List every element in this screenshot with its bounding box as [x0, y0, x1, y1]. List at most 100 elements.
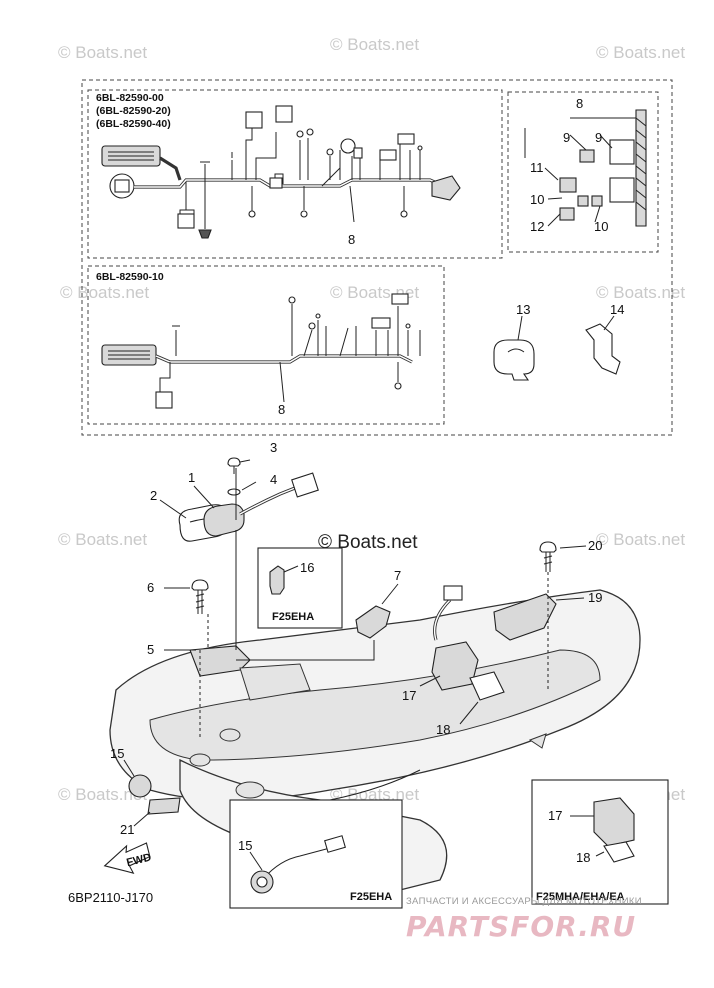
clip-13-icon: [493, 339, 535, 381]
leader-lines: [159, 485, 215, 519]
callout-8: 8: [278, 402, 285, 417]
plug-15-assembly: [123, 759, 181, 827]
relay-icon: [609, 177, 635, 203]
harness-clips: [493, 315, 621, 381]
bracket-19-icon: [493, 593, 557, 641]
relay-bracket-icon: [635, 109, 647, 227]
relay-box: [507, 91, 659, 253]
small-connector-icon: [155, 391, 173, 409]
figure-code: 6BP2110-J170: [68, 890, 153, 905]
label-21-icon: [147, 797, 181, 815]
callout-13: 13: [516, 302, 530, 317]
holder-7-icon: [355, 605, 391, 639]
fuse-icon: [591, 195, 603, 207]
coupler-icon: [245, 111, 263, 129]
shop-banner: ЗАПЧАСТИ И АКСЕССУАРЫ ДЛЯ МОТОТЕХНИКИ: [406, 896, 642, 907]
part-number-harness-b: 6BL-82590-10: [96, 271, 164, 283]
control-box-assembly: [419, 585, 505, 725]
callout-15: 15: [110, 746, 124, 761]
forward-arrow-icon: FWD: [103, 842, 153, 874]
callout-11: 11: [530, 160, 544, 175]
callout-10: 10: [594, 219, 608, 234]
sensor-icon: [340, 138, 356, 154]
callout-1: 1: [188, 470, 195, 485]
callout-21: 21: [120, 822, 134, 837]
small-connector-icon: [177, 213, 195, 229]
variant-label-17-18: F25MHA/EHA/EA: [536, 891, 625, 903]
seal-18-inset-icon: [603, 841, 635, 863]
callout-15: 15: [238, 838, 252, 853]
callout-20: 20: [588, 538, 602, 553]
callout-18: 18: [576, 850, 590, 865]
center-watermark: © Boats.net: [318, 532, 418, 553]
plate-1-icon: [203, 503, 245, 537]
variant-label-16: F25EHA: [272, 611, 314, 623]
coupler-icon: [291, 472, 319, 498]
callout-2: 2: [150, 488, 157, 503]
harness-b-box: [87, 265, 445, 425]
watermark: © Boats.net: [330, 35, 419, 54]
callout-9: 9: [595, 130, 602, 145]
wire-harness-a: [101, 105, 461, 239]
callout-5: 5: [147, 642, 154, 657]
harness-group-frame: [81, 79, 673, 436]
callout-6: 6: [147, 580, 154, 595]
callout-14: 14: [610, 302, 624, 317]
bracket-19-assembly: [493, 541, 587, 690]
coupler-icon: [443, 585, 463, 601]
bracket-5-icon: [189, 645, 251, 677]
callout-12: 12: [530, 219, 544, 234]
callout-16: 16: [300, 560, 314, 575]
harness-a-box: [87, 89, 503, 259]
holder-7-assembly: [236, 583, 399, 661]
fuse-icon: [577, 195, 589, 207]
watermark: © Boats.net: [596, 530, 685, 549]
plug-15-icon: [128, 774, 152, 798]
watermark: © Boats.net: [596, 283, 685, 302]
part-number-harness-a: 6BL-82590-00: [96, 92, 164, 104]
watermark: © Boats.net: [58, 43, 147, 62]
fuse-icon: [559, 207, 575, 221]
relay-assembly: [524, 109, 647, 227]
inset-box-17-18: [531, 779, 669, 905]
wire-harness-b: [101, 293, 421, 409]
fuse-icon: [579, 149, 595, 163]
callout-8: 8: [348, 232, 355, 247]
watermark: © Boats.net: [596, 43, 685, 62]
seal-18-icon: [469, 671, 505, 701]
callout-8: 8: [576, 96, 583, 111]
callout-19: 19: [588, 590, 602, 605]
switch-box-17-inset-icon: [593, 797, 635, 847]
grommet-icon: [431, 175, 461, 201]
callout-17: 17: [402, 688, 416, 703]
bolt-20-icon: [539, 541, 557, 553]
callout-9: 9: [563, 130, 570, 145]
callout-18: 18: [436, 722, 450, 737]
terminal-icon: [198, 229, 212, 239]
shop-logo: PARTSFOR.RU: [406, 910, 636, 943]
part-number-harness-a-alt: (6BL-82590-40): [96, 118, 171, 130]
coupler-icon: [275, 105, 293, 123]
callout-4: 4: [270, 472, 277, 487]
watermark: © Boats.net: [58, 785, 147, 804]
watermark: © Boats.net: [58, 530, 147, 549]
clamp-16-icon: [269, 565, 285, 595]
relay-icon: [609, 139, 635, 165]
connector-plate-assembly: [178, 457, 319, 542]
variant-label-15: F25EHA: [350, 891, 392, 903]
coupler-icon: [324, 835, 346, 853]
clip-14-icon: [585, 323, 621, 375]
bracket-assembly: [164, 530, 311, 740]
bolt-6-icon: [191, 579, 209, 591]
screw-3-icon: [227, 457, 241, 467]
washer-4-icon: [227, 488, 241, 496]
watermark: © Boats.net: [330, 785, 419, 804]
callout-10: 10: [530, 192, 544, 207]
watermark: © Boats.net: [60, 283, 149, 302]
part-number-harness-a-alt: (6BL-82590-20): [96, 105, 171, 117]
callout-7: 7: [394, 568, 401, 583]
fwd-label: FWD: [125, 852, 152, 870]
callout-17: 17: [548, 808, 562, 823]
